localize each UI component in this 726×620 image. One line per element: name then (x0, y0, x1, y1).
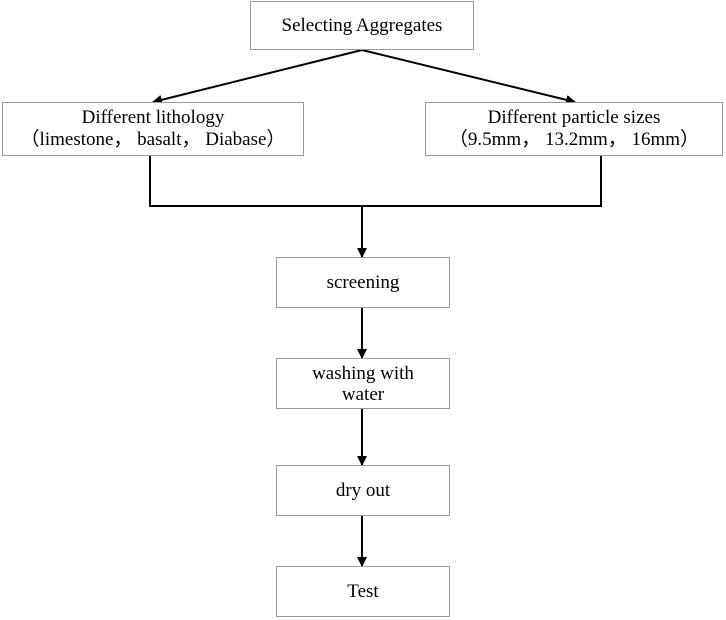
lithology-box: Different lithology （limestone， basalt， … (2, 102, 304, 156)
lithology-list: （limestone， basalt， Diabase） (20, 129, 286, 150)
merge-connector (149, 156, 602, 207)
particle-size-title: Different particle sizes (487, 107, 661, 128)
lithology-title: Different lithology (81, 107, 225, 128)
screening-label: screening (326, 271, 400, 293)
dry-out-label: dry out (335, 479, 391, 501)
test-box: Test (276, 566, 450, 617)
washing-box: washing with water (276, 358, 450, 409)
arrow-top-to-left (152, 49, 363, 105)
test-label: Test (347, 580, 379, 602)
particle-size-list: （9.5mm， 13.2mm， 16mm） (448, 129, 700, 150)
arrow-top-to-right (361, 49, 576, 105)
particle-size-box: Different particle sizes （9.5mm， 13.2mm，… (425, 102, 723, 156)
dry-out-box: dry out (276, 465, 450, 516)
selecting-aggregates-label: Selecting Aggregates (281, 14, 443, 36)
selecting-aggregates-box: Selecting Aggregates (250, 1, 474, 50)
washing-label-line1: washing with (312, 362, 414, 384)
screening-box: screening (276, 257, 450, 308)
washing-label-line2: water (341, 383, 385, 405)
